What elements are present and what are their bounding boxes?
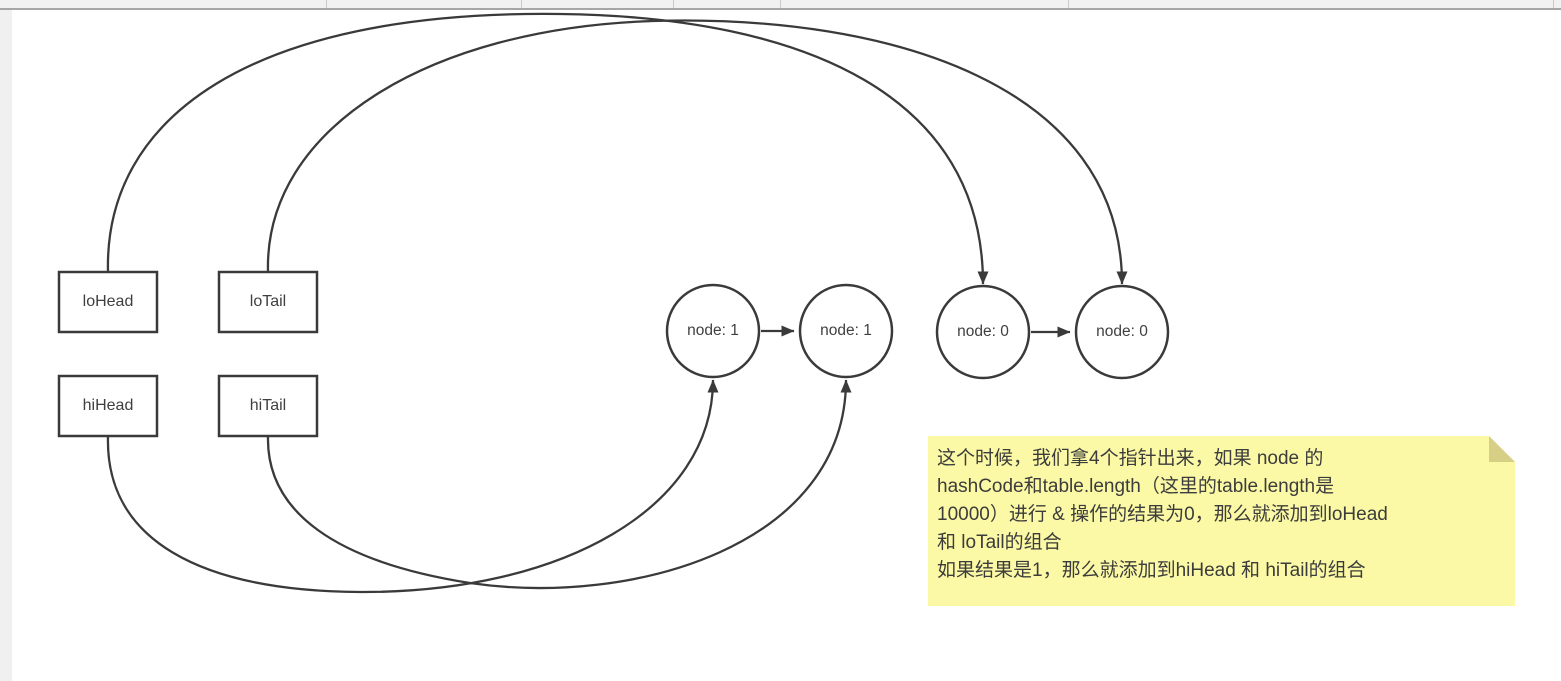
edge-hitail-to-node1b[interactable] — [266, 379, 852, 590]
circle-node0a[interactable] — [935, 284, 1031, 380]
note-fold-corner-icon — [1489, 436, 1515, 462]
edge-hihead-to-node1a[interactable] — [106, 379, 719, 594]
window-top-bar — [0, 0, 1561, 10]
circle-node0b[interactable] — [1074, 284, 1170, 380]
edge-lohead-to-node0a[interactable] — [106, 12, 989, 285]
tab-divider — [326, 0, 327, 8]
box-lotail[interactable] — [217, 270, 319, 334]
box-lohead[interactable] — [57, 270, 159, 334]
circle-node1b[interactable] — [798, 283, 894, 379]
note-line: hashCode和table.length（这里的table.length是 — [937, 476, 1335, 497]
sticky-note[interactable]: 这个时候，我们拿4个指针出来，如果 node 的 hashCode和table.… — [928, 436, 1515, 606]
tab-divider — [1068, 0, 1069, 8]
box-hihead[interactable] — [57, 374, 159, 438]
tab-divider — [780, 0, 781, 8]
tab-divider — [673, 0, 674, 8]
edge-lotail-to-node0b[interactable] — [266, 19, 1128, 285]
box-hitail[interactable] — [217, 374, 319, 438]
note-line: 10000）进行 & 操作的结果为0，那么就添加到loHead — [937, 504, 1388, 525]
tab-divider — [521, 0, 522, 8]
note-line: 这个时候，我们拿4个指针出来，如果 node 的 — [937, 448, 1324, 469]
note-text: 这个时候，我们拿4个指针出来，如果 node 的 hashCode和table.… — [937, 445, 1485, 585]
circle-node1a[interactable] — [665, 283, 761, 379]
note-line: 和 loTail的组合 — [937, 532, 1062, 553]
note-line: 如果结果是1，那么就添加到hiHead 和 hiTail的组合 — [937, 560, 1366, 581]
tab-divider — [1553, 0, 1554, 8]
